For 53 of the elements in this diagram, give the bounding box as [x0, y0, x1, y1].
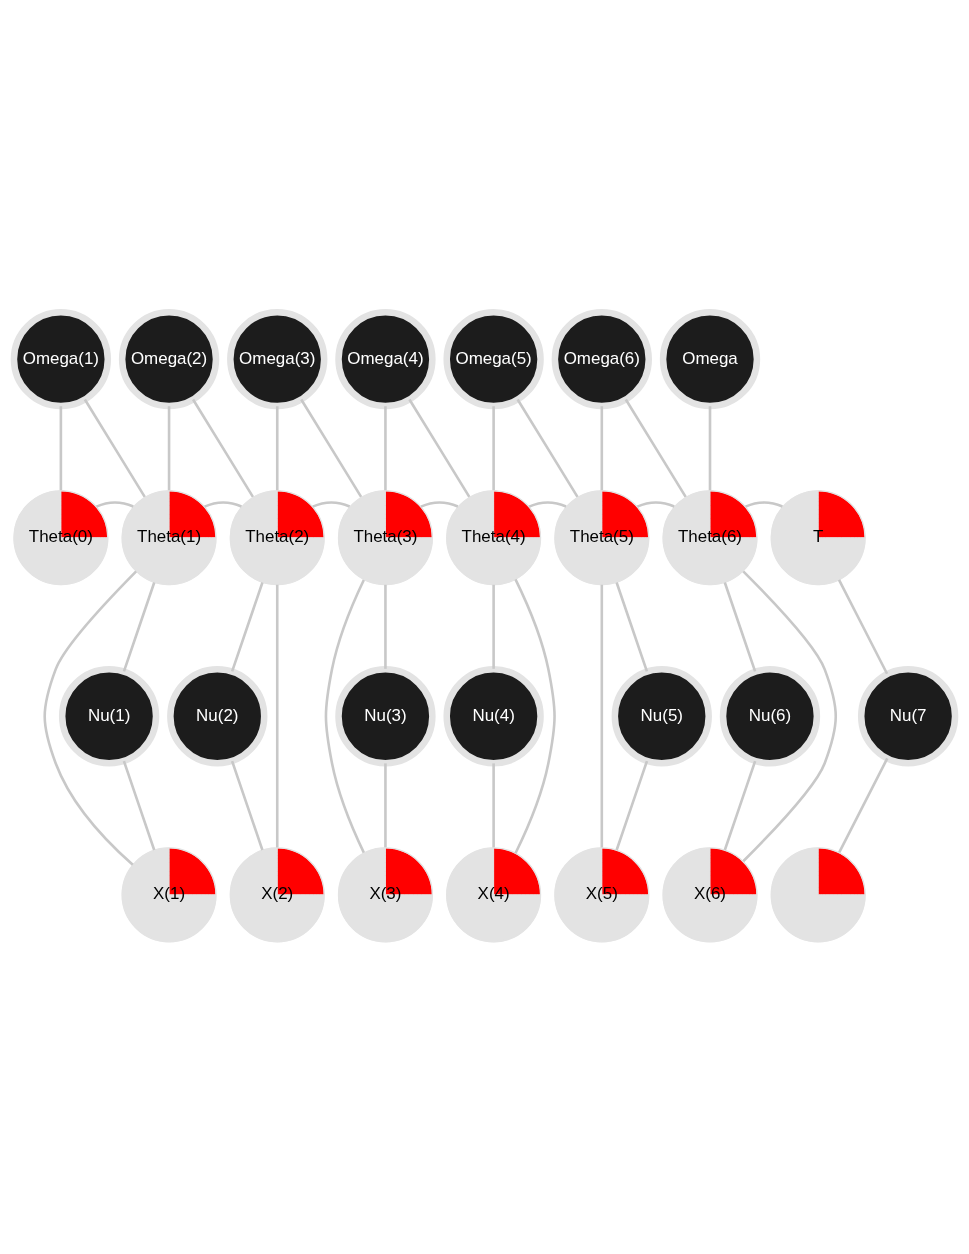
connector: [708, 406, 712, 491]
connector: [492, 406, 495, 491]
connector: [122, 582, 156, 672]
connector: [742, 570, 837, 863]
connector: [204, 501, 242, 508]
connector: [230, 582, 264, 672]
connector: [636, 501, 675, 508]
connector: [615, 582, 649, 672]
connector: [384, 406, 387, 491]
node-circle: Nu(7: [857, 666, 959, 767]
connector: [384, 584, 387, 669]
connector: [528, 501, 567, 508]
connector: [275, 406, 279, 491]
connector: [59, 406, 63, 491]
connector: [492, 763, 495, 848]
connector: [492, 584, 495, 669]
node-circle: Omega(4): [335, 308, 436, 410]
node-circle: Omega(1): [10, 308, 112, 410]
connector: [300, 398, 363, 498]
node-circle: Nu(5): [611, 666, 712, 767]
connector: [723, 760, 757, 851]
node-circle: Nu(4): [443, 666, 544, 767]
connector: [167, 406, 171, 491]
connector: [600, 584, 604, 848]
node-circle: Omega: [659, 308, 761, 410]
node-circle: Omega(2): [118, 308, 220, 410]
connector: [384, 763, 387, 848]
node-circle: Nu(1): [58, 666, 160, 767]
node-circle: Omega(5): [443, 308, 544, 410]
connector: [745, 501, 783, 508]
connector: [723, 582, 757, 672]
node-circle: Nu(6): [719, 666, 821, 767]
connector: [43, 570, 138, 866]
connector: [600, 406, 604, 491]
connector: [615, 760, 649, 851]
connector: [516, 398, 579, 498]
connector: [624, 398, 687, 498]
connector: [95, 501, 134, 508]
connector: [230, 760, 264, 851]
connector: [408, 398, 471, 498]
connector: [324, 579, 365, 854]
connector: [275, 584, 279, 848]
node-circle: Omega(6): [551, 308, 652, 410]
connector: [312, 501, 351, 508]
node-circle: Nu(3): [335, 666, 436, 767]
connector: [122, 760, 156, 851]
connector: [420, 501, 459, 508]
connector: [83, 398, 146, 498]
node-circle: Omega(3): [227, 308, 328, 410]
node-circle: Nu(2): [167, 666, 268, 767]
connector: [191, 398, 255, 498]
connector: [514, 578, 556, 854]
connector: [837, 579, 889, 675]
